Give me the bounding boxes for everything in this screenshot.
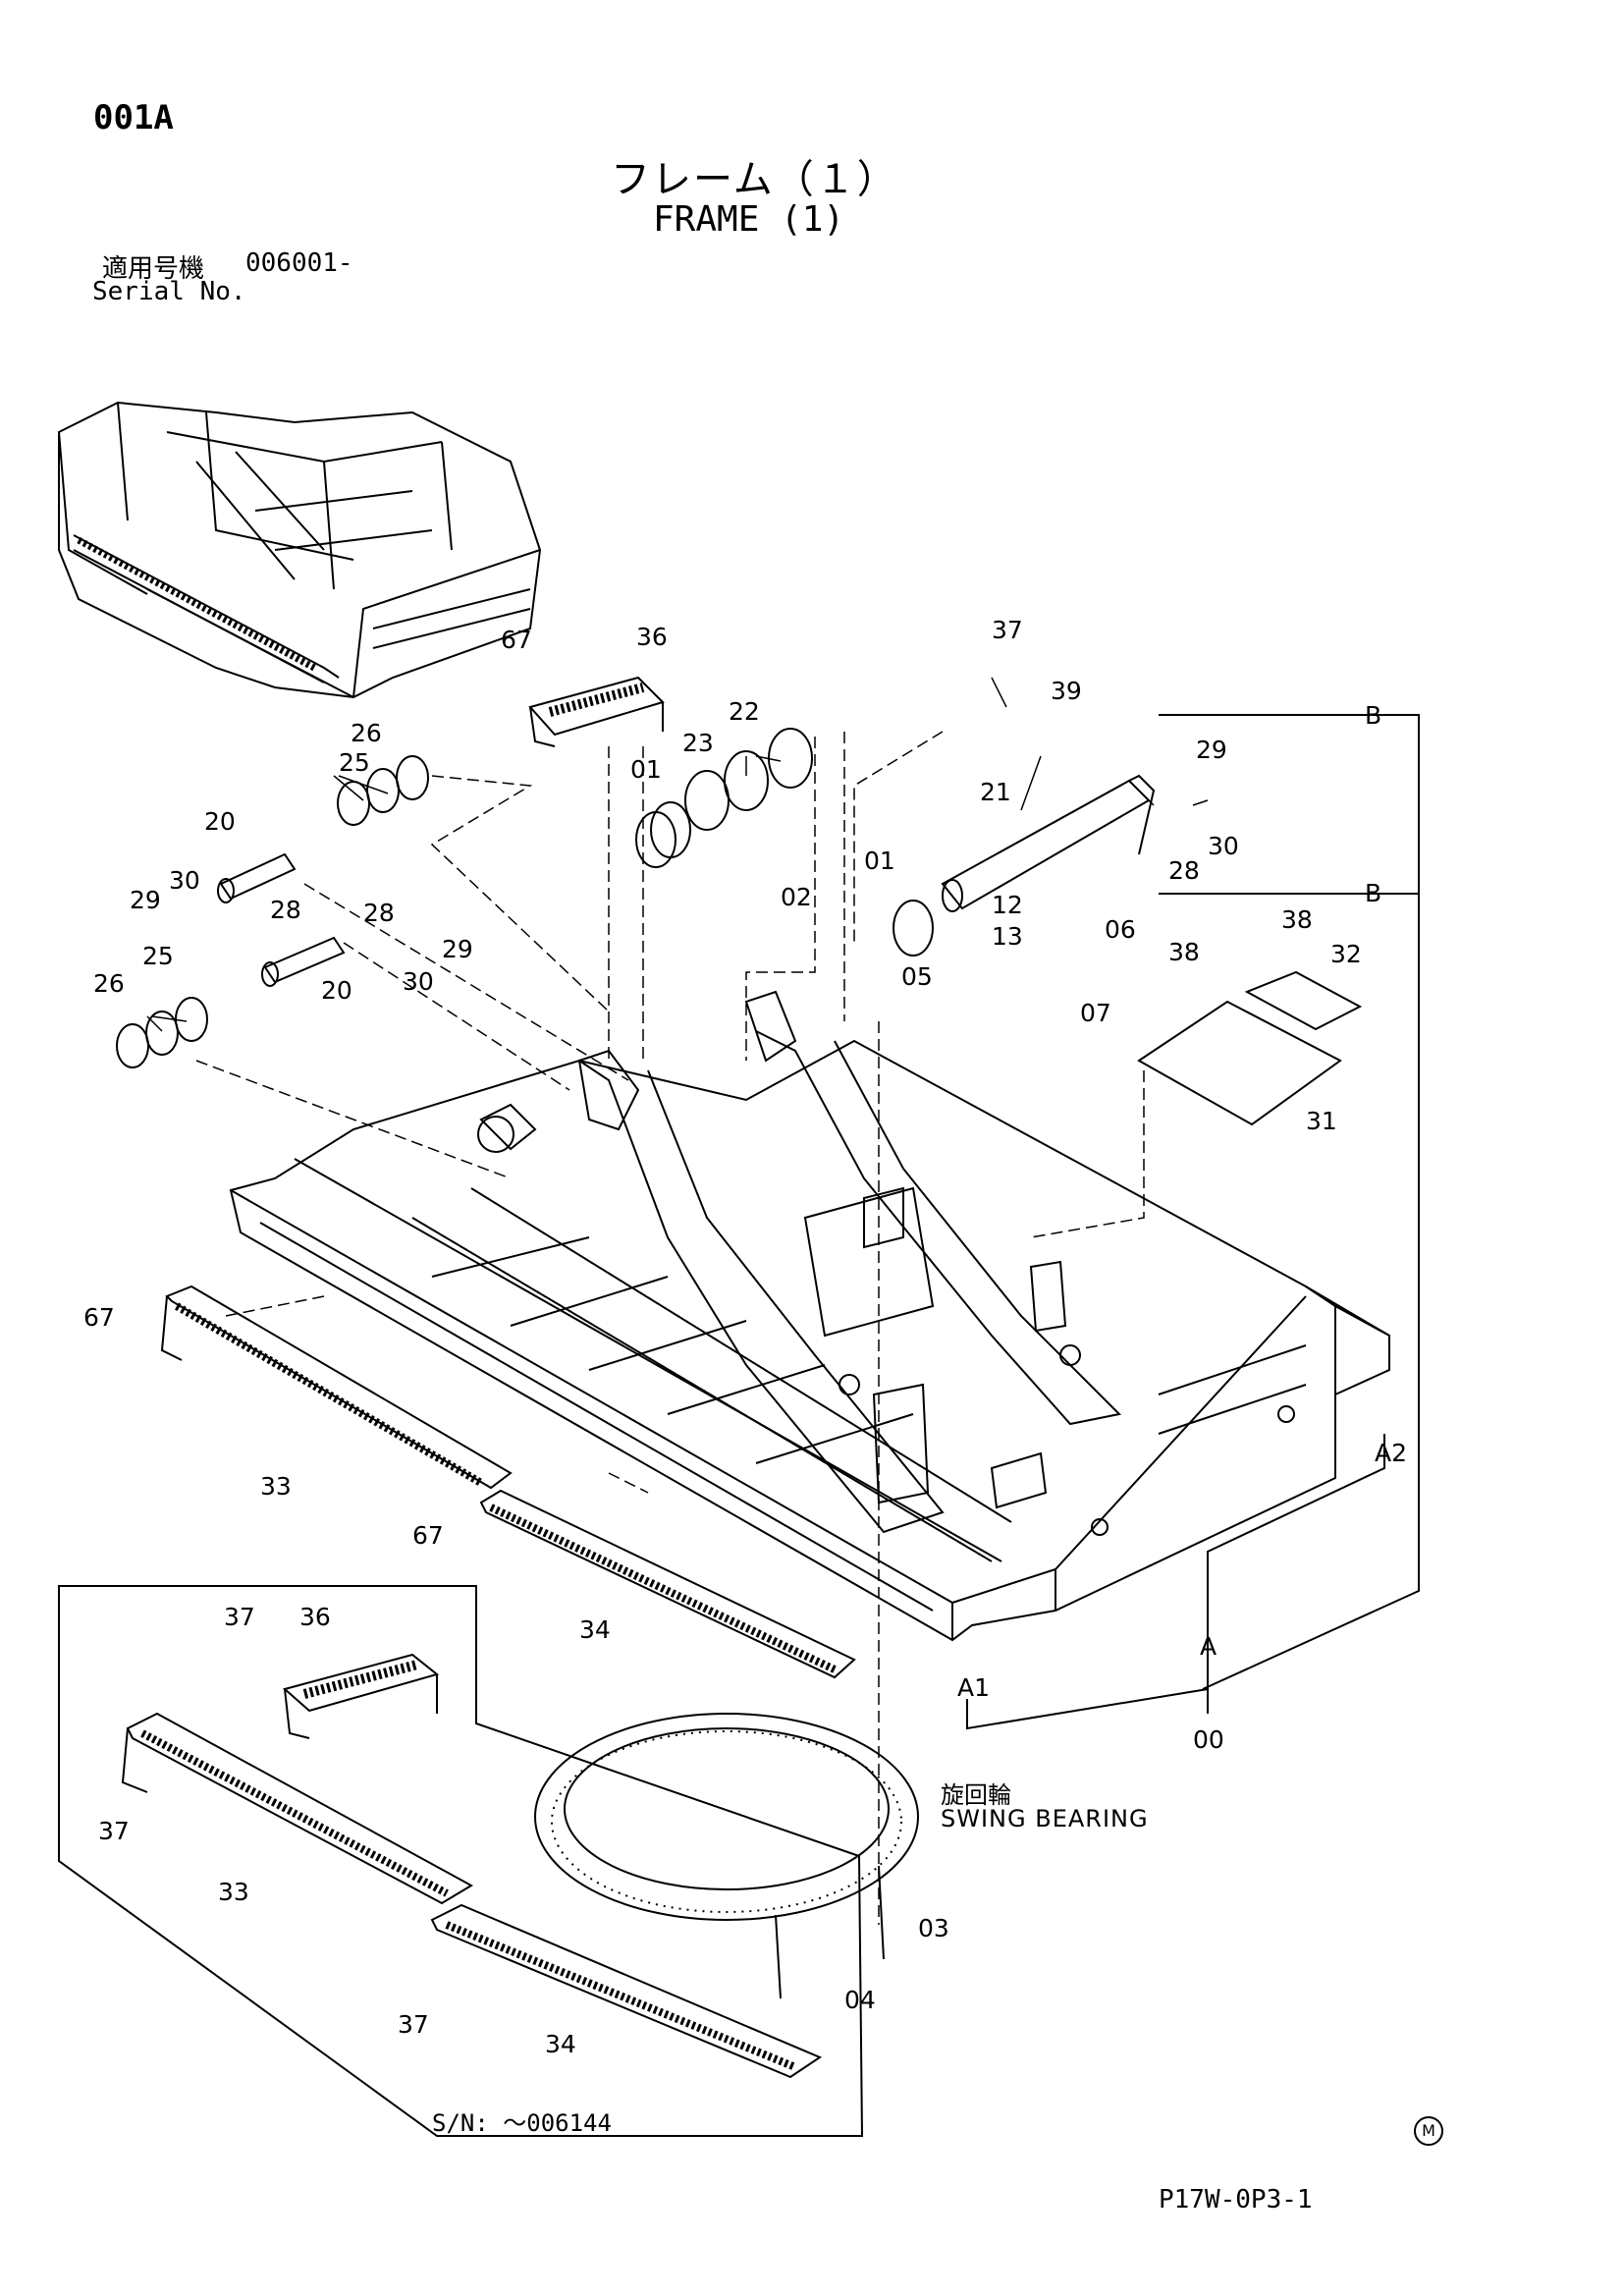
part-number-28: 28 (363, 899, 395, 927)
serial-number-value: 006001- (245, 248, 353, 278)
part-number-33: 33 (218, 1878, 249, 1906)
shaft-21-illustration (941, 774, 1156, 912)
part-number-07: 07 (1080, 999, 1111, 1027)
part-number-67: 67 (412, 1521, 444, 1550)
part-number-34: 34 (545, 2030, 576, 2058)
inset-step-34 (430, 1903, 823, 2079)
part-number-04: 04 (844, 1986, 876, 2014)
part-number-26: 26 (351, 719, 382, 747)
page-code: 001A (93, 98, 174, 137)
part-number-32: 32 (1330, 940, 1362, 968)
part-number-01: 01 (864, 847, 895, 875)
part-number-26: 26 (93, 969, 125, 998)
part-number-00: 00 (1193, 1725, 1224, 1754)
reference-label-B-bottom: B (1365, 879, 1381, 907)
part-number-30: 30 (1208, 832, 1239, 860)
swing-bearing-illustration (534, 1713, 919, 1921)
reference-label-A2: A2 (1375, 1439, 1407, 1467)
part-number-29: 29 (1196, 736, 1227, 764)
part-number-01: 01 (630, 755, 662, 784)
part-number-22: 22 (729, 697, 760, 726)
part-number-12: 12 (992, 891, 1023, 919)
reference-bracket-B (1159, 714, 1420, 1690)
part-number-29: 29 (442, 935, 473, 963)
inset-step-36 (282, 1653, 440, 1739)
title-english: FRAME (1) (653, 199, 845, 240)
inset-step-33 (121, 1712, 474, 1905)
part-number-25: 25 (142, 942, 174, 970)
serial-label-japanese: 適用号機 (102, 254, 205, 284)
part-number-25: 25 (339, 748, 370, 777)
reference-label-A: A (1200, 1632, 1217, 1661)
part-number-30: 30 (169, 866, 200, 895)
step-33-illustration (160, 1285, 513, 1490)
inset-serial-note: S/N: ～006144 (432, 2109, 612, 2137)
part-number-36: 36 (636, 623, 668, 651)
drawing-code: P17W-0P3-1 (1159, 2185, 1313, 2214)
part-number-02: 02 (781, 883, 812, 911)
serial-label-english: Serial No. (92, 277, 246, 306)
part-number-03: 03 (918, 1914, 949, 1942)
part-number-06: 06 (1105, 915, 1136, 944)
part-number-37: 37 (224, 1603, 255, 1631)
part-number-33: 33 (260, 1472, 292, 1501)
reference-label-B-top: B (1365, 701, 1381, 730)
part-number-67: 67 (501, 626, 532, 654)
part-number-29: 29 (130, 886, 161, 914)
reference-label-A1: A1 (957, 1673, 990, 1702)
bolts-03-04 (775, 1865, 885, 1999)
title-japanese: フレーム（１） (611, 157, 898, 202)
swing-bearing-label-japanese: 旋回輪 (941, 1781, 1011, 1809)
part-number-37: 37 (992, 616, 1023, 644)
part-number-34: 34 (579, 1615, 611, 1644)
part-number-28: 28 (270, 896, 301, 924)
part-number-37: 37 (98, 1817, 130, 1845)
part-number-37: 37 (398, 2010, 429, 2039)
pins-20-illustration (217, 852, 346, 987)
m-circle-mark: M (1414, 2116, 1443, 2146)
part-number-39: 39 (1051, 677, 1082, 705)
part-number-13: 13 (992, 922, 1023, 951)
part-number-21: 21 (980, 778, 1011, 806)
plates-31-32-illustration (1137, 970, 1363, 1126)
part-number-20: 20 (204, 807, 236, 836)
part-number-67: 67 (83, 1303, 115, 1332)
part-number-31: 31 (1306, 1107, 1337, 1135)
bushing-washers-illustration (116, 728, 934, 1068)
part-number-30: 30 (403, 967, 434, 996)
reference-bracket-A (966, 1434, 1385, 1730)
step-36-illustration (528, 676, 665, 747)
part-number-20: 20 (321, 976, 352, 1005)
part-number-38: 38 (1281, 905, 1313, 934)
part-number-36: 36 (299, 1603, 331, 1631)
part-number-38: 38 (1168, 938, 1200, 966)
dashed-leader-lines (195, 731, 1145, 1925)
machine-overview-illustration (58, 401, 542, 699)
part-number-28: 28 (1168, 856, 1200, 885)
inset-frame (58, 1585, 864, 2137)
part-number-05: 05 (901, 962, 933, 991)
part-number-23: 23 (682, 729, 714, 757)
swing-bearing-label-english: SWING BEARING (941, 1805, 1149, 1832)
label-leader-lines (146, 275, 1209, 1032)
main-frame-illustration (229, 990, 1390, 1642)
step-34-illustration (479, 1489, 856, 1679)
